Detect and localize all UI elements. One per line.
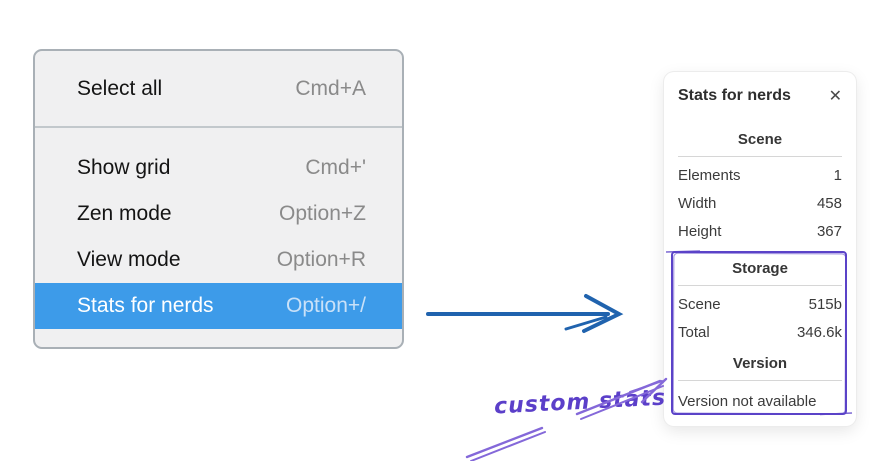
stat-label: Elements	[678, 166, 741, 184]
stat-row-elements: Elements 1	[678, 161, 842, 189]
stat-value: 346.6k	[796, 323, 842, 341]
section-heading-version: Version	[732, 355, 788, 372]
menu-divider	[35, 126, 402, 128]
menu-item-select-all[interactable]: Select all Cmd+A	[35, 66, 402, 112]
menu-item-view-mode[interactable]: View mode Option+R	[35, 237, 402, 283]
stat-label: Height	[678, 222, 722, 240]
stat-row-scene-size: Scene 515b	[678, 290, 842, 318]
stat-value: 458	[816, 194, 842, 212]
menu-item-label: Stats for nerds	[77, 294, 214, 317]
stats-panel-header: Stats for nerds ✕	[678, 84, 842, 108]
menu-section-bottom: Show grid Cmd+' Zen mode Option+Z View m…	[35, 128, 402, 346]
menu-item-label: Select all	[77, 77, 163, 100]
section-heading-scene: Scene	[737, 131, 783, 148]
menu-item-shortcut: Option+Z	[279, 202, 366, 225]
section-divider	[678, 285, 842, 286]
stat-value: 367	[816, 222, 842, 240]
menu-item-zen-mode[interactable]: Zen mode Option+Z	[35, 191, 402, 237]
storage-rows: Scene 515b Total 346.6k	[678, 290, 842, 346]
stats-panel-title: Stats for nerds	[678, 87, 791, 104]
version-note: Version not available	[678, 392, 817, 410]
menu-item-shortcut: Cmd+'	[305, 156, 366, 179]
scene-rows: Elements 1 Width 458 Height 367	[678, 161, 842, 245]
section-heading-storage: Storage	[732, 260, 788, 277]
section-divider	[678, 156, 842, 157]
blue-arrow	[426, 294, 624, 333]
stat-row-total-size: Total 346.6k	[678, 318, 842, 346]
stat-row-width: Width 458	[678, 189, 842, 217]
section-divider	[678, 380, 842, 381]
menu-item-stats-for-nerds[interactable]: Stats for nerds Option+/	[35, 283, 402, 329]
menu-item-shortcut: Option+R	[276, 248, 366, 271]
custom-stats-annotation: custom stats	[493, 385, 667, 420]
menu-item-shortcut: Cmd+A	[295, 77, 366, 100]
close-icon[interactable]: ✕	[828, 86, 842, 105]
stat-label: Width	[678, 194, 717, 212]
stat-value: 1	[833, 166, 842, 184]
menu-item-label: Show grid	[77, 156, 171, 179]
menu-item-label: Zen mode	[77, 202, 172, 225]
menu-item-label: View mode	[77, 248, 181, 271]
menu-item-shortcut: Option+/	[286, 294, 366, 317]
stat-label: Scene	[678, 295, 721, 313]
menu-item-show-grid[interactable]: Show grid Cmd+'	[35, 145, 402, 191]
stat-value: 515b	[808, 295, 842, 313]
stat-row-height: Height 367	[678, 217, 842, 245]
stat-label: Total	[678, 323, 710, 341]
stats-panel: Stats for nerds ✕ Scene Elements 1 Width…	[664, 72, 856, 426]
context-menu: Select all Cmd+A Show grid Cmd+' Zen mod…	[33, 49, 404, 349]
menu-section-top: Select all Cmd+A	[35, 51, 402, 126]
